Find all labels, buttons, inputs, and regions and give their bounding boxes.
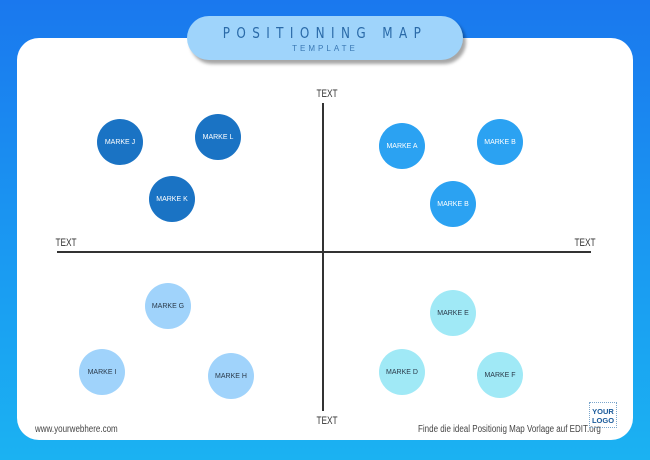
brand-circle: MARKE A bbox=[379, 123, 425, 169]
footer-note: Finde die ideal Positionig Map Vorlage a… bbox=[418, 424, 601, 435]
horizontal-axis bbox=[57, 251, 591, 253]
website-text: www.yourwebhere.com bbox=[35, 424, 118, 435]
axis-label-right: TEXT bbox=[574, 237, 596, 249]
brand-circle: MARKE G bbox=[145, 283, 191, 329]
brand-circle: MARKE B bbox=[477, 119, 523, 165]
page-subtitle: TEMPLATE bbox=[292, 44, 358, 53]
vertical-axis bbox=[322, 103, 324, 411]
axis-label-left: TEXT bbox=[55, 237, 77, 249]
brand-circle: MARKE I bbox=[79, 349, 125, 395]
title-banner: POSITIONING MAP TEMPLATE bbox=[187, 16, 463, 60]
brand-circle: MARKE F bbox=[477, 352, 523, 398]
axis-label-top: TEXT bbox=[316, 88, 338, 100]
brand-circle: MARKE D bbox=[379, 349, 425, 395]
page-title: POSITIONING MAP bbox=[222, 24, 428, 42]
brand-circle: MARKE K bbox=[149, 176, 195, 222]
brand-circle: MARKE L bbox=[195, 114, 241, 160]
axis-label-bottom: TEXT bbox=[316, 415, 338, 427]
brand-circle: MARKE H bbox=[208, 353, 254, 399]
brand-circle: MARKE E bbox=[430, 290, 476, 336]
brand-circle: MARKE J bbox=[97, 119, 143, 165]
brand-circle: MARKE B bbox=[430, 181, 476, 227]
